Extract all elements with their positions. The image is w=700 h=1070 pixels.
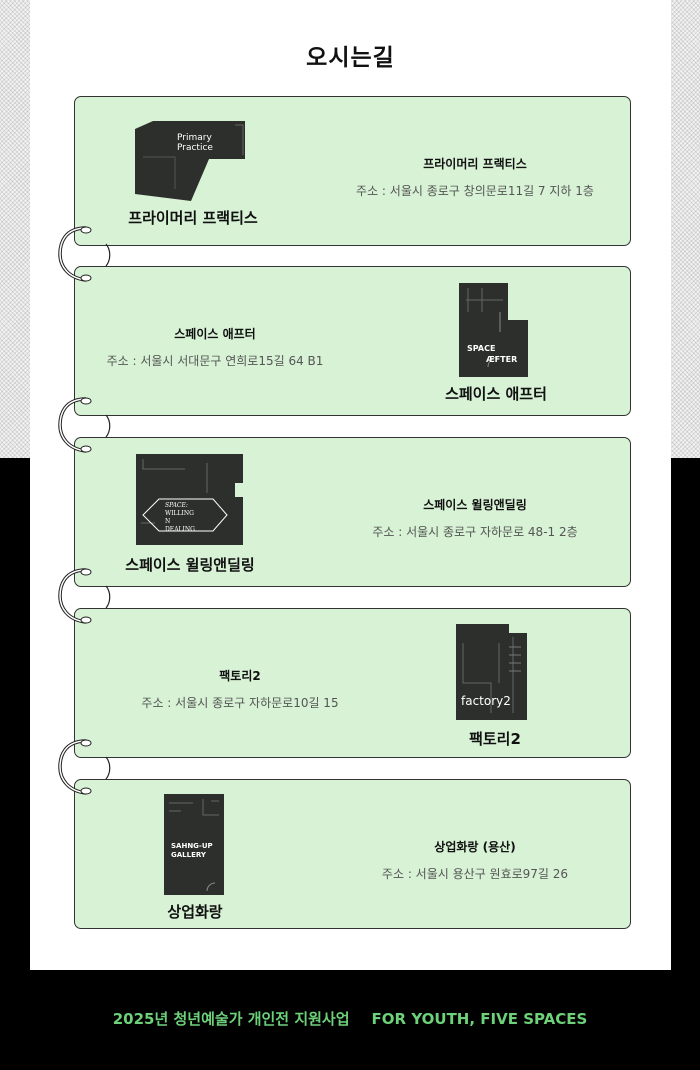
map-text-line: ÆFTER — [486, 355, 517, 364]
venue-info: 상업화랑 (용산) 주소 : 서울시 용산구 원효로97길 26 — [325, 838, 625, 882]
venue-name: 프라이머리 프랙티스 — [423, 157, 527, 171]
venue-address: 주소 : 서울시 종로구 자하문로 48-1 2층 — [372, 525, 578, 539]
venue-address: 주소 : 서울시 종로구 창의문로11길 7 지하 1층 — [356, 184, 594, 198]
venue-name: 팩토리2 — [219, 669, 261, 683]
floor-plan-willing-n-dealing: SPACE: WILLING N DEALING — [135, 453, 245, 546]
venue-card-primary-practice: Primary Practice 프라이머리 프랙티스 프라이머리 프랙티스 주… — [74, 96, 631, 246]
venue-card-sahng-up-gallery: SAHNG-UP GALLERY 상업화랑 상업화랑 (용산) 주소 : 서울시… — [74, 779, 631, 929]
map-text-line: GALLERY — [171, 851, 207, 859]
page-title: 오시는길 — [306, 45, 395, 71]
venue-label: 프라이머리 프랙티스 — [128, 209, 258, 227]
map-text-line: Primary — [177, 133, 212, 143]
venue-label: 팩토리2 — [469, 730, 521, 748]
floor-plan-primary-practice: Primary Practice — [135, 119, 247, 201]
venue-info: 스페이스 애프터 주소 : 서울시 서대문구 연희로15길 64 B1 — [90, 325, 340, 369]
map-text-line: Practice — [177, 143, 213, 153]
venue-name: 스페이스 애프터 — [174, 327, 256, 341]
map-text-line: SPACE — [467, 344, 495, 353]
binder-ring-icon — [56, 393, 116, 461]
venue-info: 팩토리2 주소 : 서울시 종로구 자하문로10길 15 — [115, 667, 365, 711]
binder-ring-icon — [56, 735, 116, 803]
map-text-line: factory2 — [461, 694, 511, 708]
footer: 2025년 청년예술가 개인전 지원사업 FOR YOUTH, FIVE SPAC… — [0, 1008, 700, 1029]
floor-plan-space-after: SPACE ÆFTER — [458, 282, 530, 378]
venue-name: 스페이스 윌링앤딜링 — [423, 498, 527, 512]
venue-address: 주소 : 서울시 종로구 자하문로10길 15 — [141, 696, 339, 710]
venue-name: 상업화랑 (용산) — [434, 840, 516, 854]
map-text-line: DEALING — [165, 526, 195, 533]
map-text-line: N — [165, 518, 170, 525]
venue-address: 주소 : 서울시 용산구 원효로97길 26 — [381, 867, 569, 881]
footer-program-title: 2025년 청년예술가 개인전 지원사업 — [112, 1010, 350, 1028]
venue-label: 상업화랑 — [167, 903, 223, 921]
floor-plan-sahng-up-gallery: SAHNG-UP GALLERY — [163, 793, 225, 896]
binder-ring-icon — [56, 222, 116, 290]
map-text-line: SAHNG-UP — [171, 842, 213, 850]
venue-info: 프라이머리 프랙티스 주소 : 서울시 종로구 창의문로11길 7 지하 1층 — [325, 155, 625, 199]
venue-label: 스페이스 애프터 — [445, 385, 547, 403]
binder-ring-icon — [56, 564, 116, 632]
venue-card-space-after: SPACE ÆFTER 스페이스 애프터 스페이스 애프터 주소 : 서울시 서… — [74, 266, 631, 416]
venue-card-willing-n-dealing: SPACE: WILLING N DEALING 스페이스 윌링앤딜링 스페이스… — [74, 437, 631, 587]
map-text-line: WILLING — [165, 510, 194, 517]
venue-address: 주소 : 서울시 서대문구 연희로15길 64 B1 — [106, 354, 324, 368]
venue-card-factory2: factory2 팩토리2 팩토리2 주소 : 서울시 종로구 자하문로10길 … — [74, 608, 631, 758]
venue-label: 스페이스 윌링앤딜링 — [125, 556, 255, 574]
floor-plan-factory2: factory2 — [455, 623, 529, 721]
footer-tagline: FOR YOUTH, FIVE SPACES — [371, 1010, 588, 1028]
venue-info: 스페이스 윌링앤딜링 주소 : 서울시 종로구 자하문로 48-1 2층 — [325, 496, 625, 540]
map-text-line: SPACE: — [165, 502, 188, 509]
